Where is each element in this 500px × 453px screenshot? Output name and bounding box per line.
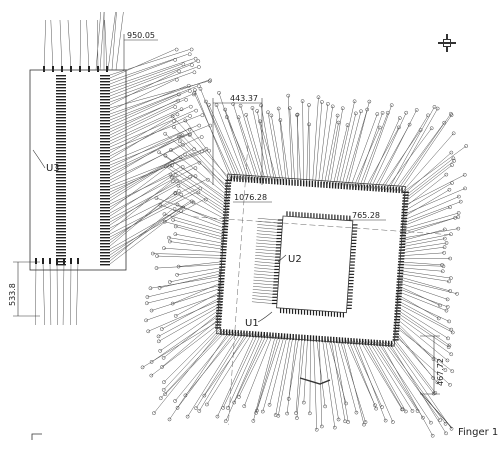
- u1-leader: [257, 311, 273, 323]
- label-u2: U2: [288, 254, 302, 265]
- dim-left-height: 533.8: [8, 283, 17, 306]
- u3-leader: [32, 149, 46, 169]
- pad-array: [35, 66, 409, 347]
- dim-u2-right: 765.28: [352, 211, 380, 220]
- dim-u2-width: 1076.28: [234, 193, 267, 202]
- u1-center-line-v: [228, 145, 249, 425]
- dimension-lines: [13, 34, 453, 429]
- label-u3: U3: [46, 163, 60, 174]
- finger-label: Finger 1: [458, 427, 498, 438]
- dim-u1-top-width: 443.37: [230, 94, 258, 103]
- label-u1: U1: [245, 318, 259, 329]
- u1-outline: [216, 173, 406, 347]
- dim-top-u3: 950.05: [127, 31, 155, 40]
- dim-right-height: 467.72: [436, 358, 445, 386]
- u2-outline: [276, 215, 354, 314]
- u1-center-line-h: [192, 216, 453, 236]
- crosshair-icon[interactable]: [438, 34, 456, 52]
- corner-marker-icon: [31, 433, 42, 440]
- u3-outline: [29, 69, 127, 271]
